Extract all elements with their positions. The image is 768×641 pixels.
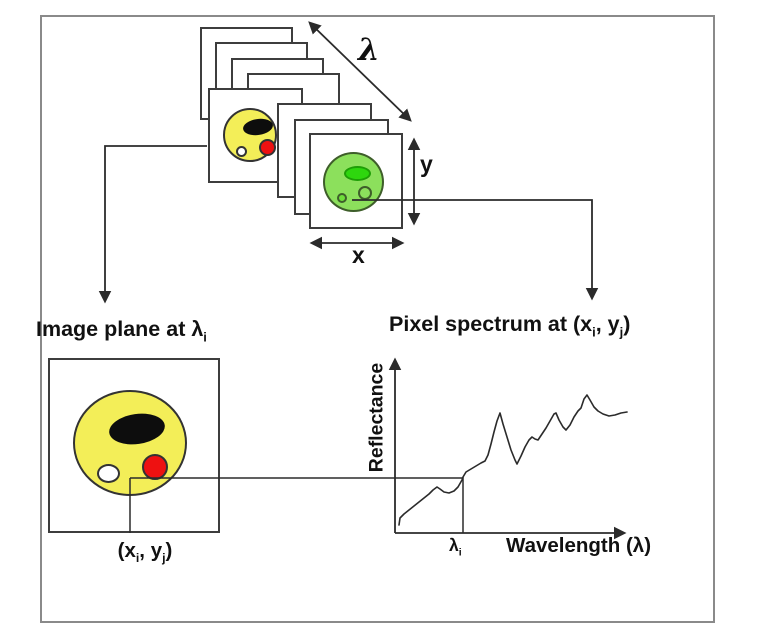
x-label: x [352,242,365,268]
red-organelle-large [142,454,168,480]
reflectance-axis-label: Reflectance [365,362,388,473]
lambda-i-tick-label: λi [449,535,462,559]
red-organelle-small [259,139,276,156]
y-label: y [420,151,433,177]
green-organelle-large [344,166,371,181]
white-organelle-large [97,464,120,483]
lambda-label: λ [358,32,380,68]
outer-frame [40,15,715,623]
white-organelle-small [236,146,247,157]
image-plane-title: Image plane at λi [36,317,207,345]
wavelength-axis-label: Wavelength (λ) [506,534,652,557]
yellow-cell-small [223,108,277,162]
pixel-coordinates-label: (xi, yj) [117,539,173,566]
green-organelle-small-left [337,193,347,203]
pixel-spectrum-title: Pixel spectrum at (xi, yj) [389,312,631,340]
green-organelle-small-right [358,186,372,200]
green-cell [323,152,384,212]
